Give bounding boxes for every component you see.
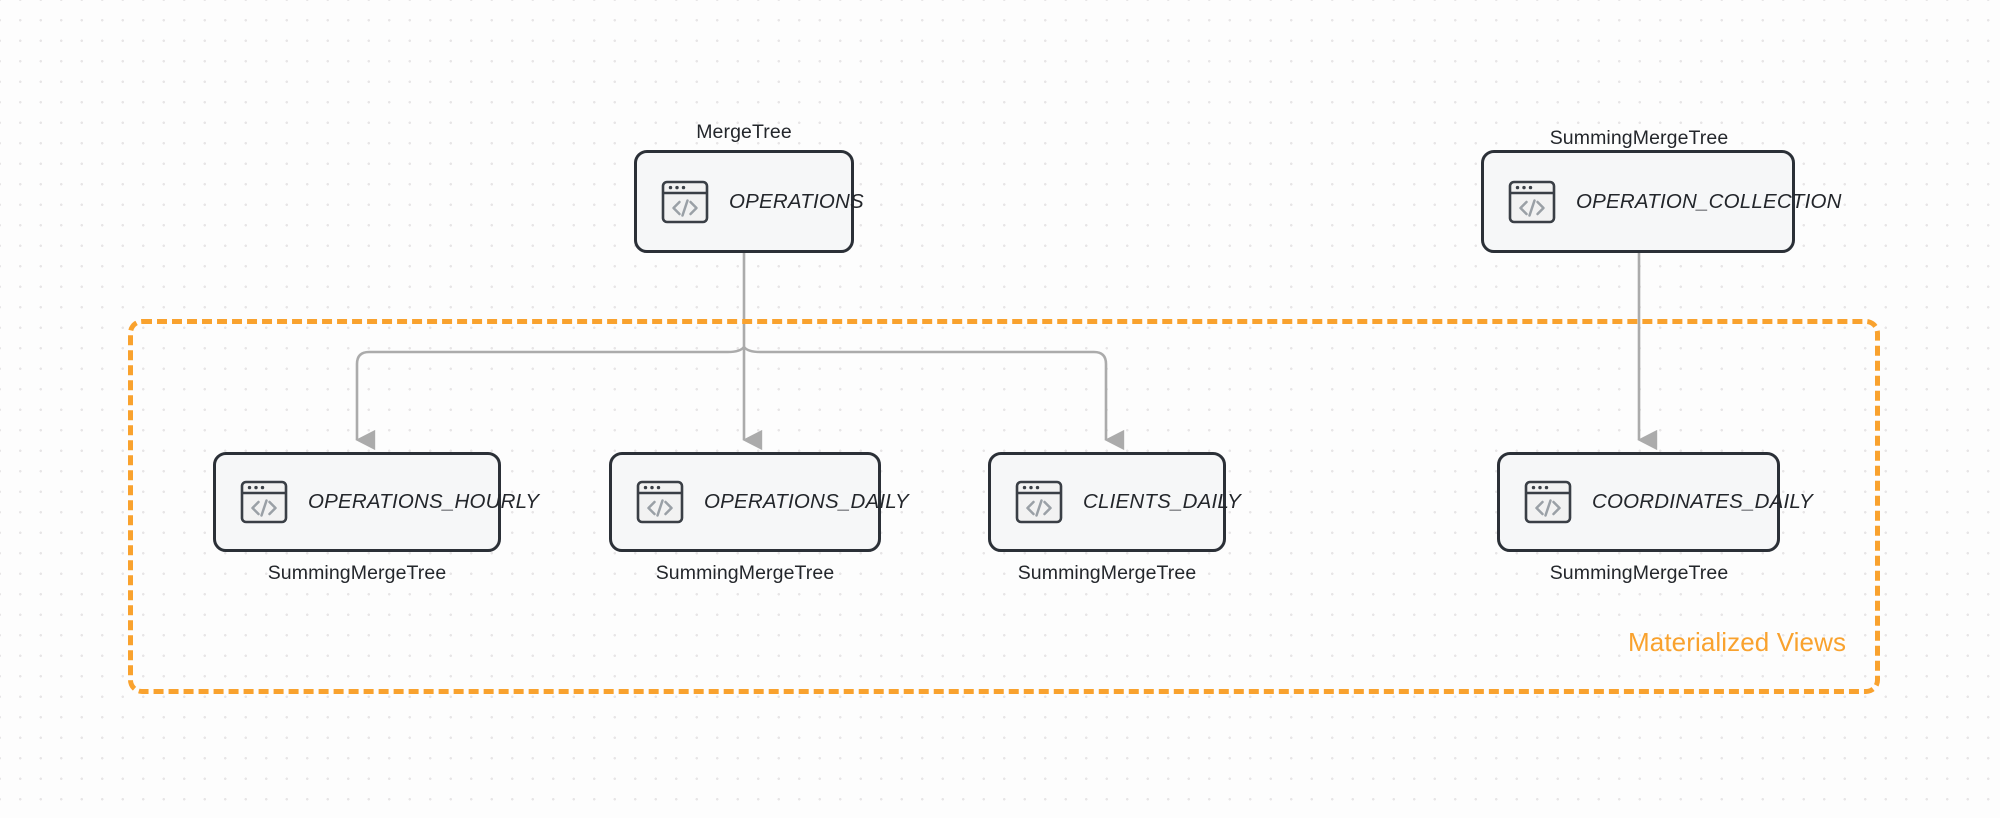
node-coordinates-daily-label: COORDINATES_DAILY bbox=[1592, 490, 1813, 513]
caption-operations: MergeTree bbox=[696, 121, 792, 143]
node-operation-collection-label: OPERATION_COLLECTION bbox=[1576, 189, 1842, 213]
node-operations-hourly[interactable]: OPERATIONS_HOURLY bbox=[213, 452, 539, 552]
materialized-views-group bbox=[128, 319, 1880, 694]
node-clients-daily[interactable]: CLIENTS_DAILY bbox=[988, 452, 1241, 552]
node-operations-daily[interactable]: OPERATIONS_DAILY bbox=[609, 452, 909, 552]
code-window-icon bbox=[1508, 180, 1556, 223]
node-operations[interactable]: OPERATIONS bbox=[634, 150, 864, 253]
code-window-icon bbox=[1015, 480, 1063, 524]
node-operations-label: OPERATIONS bbox=[729, 189, 864, 213]
code-window-icon bbox=[661, 180, 709, 223]
caption-operations-hourly: SummingMergeTree bbox=[267, 562, 447, 584]
code-window-icon bbox=[1524, 480, 1572, 524]
node-operations-hourly-label: OPERATIONS_HOURLY bbox=[308, 490, 540, 513]
caption-clients-daily: SummingMergeTree bbox=[1017, 562, 1197, 584]
code-window-icon bbox=[240, 480, 288, 524]
caption-operations-daily: SummingMergeTree bbox=[655, 562, 835, 584]
node-operation-collection[interactable]: OPERATION_COLLECTION bbox=[1481, 150, 1841, 253]
caption-operation-collection: SummingMergeTree bbox=[1549, 127, 1729, 149]
node-clients-daily-label: CLIENTS_DAILY bbox=[1083, 490, 1241, 513]
code-window-icon bbox=[636, 480, 684, 524]
node-operations-daily-label: OPERATIONS_DAILY bbox=[704, 490, 909, 513]
caption-coordinates-daily: SummingMergeTree bbox=[1549, 562, 1729, 584]
node-coordinates-daily[interactable]: COORDINATES_DAILY bbox=[1497, 452, 1813, 552]
materialized-views-group-label: Materialized Views bbox=[1628, 627, 1847, 657]
